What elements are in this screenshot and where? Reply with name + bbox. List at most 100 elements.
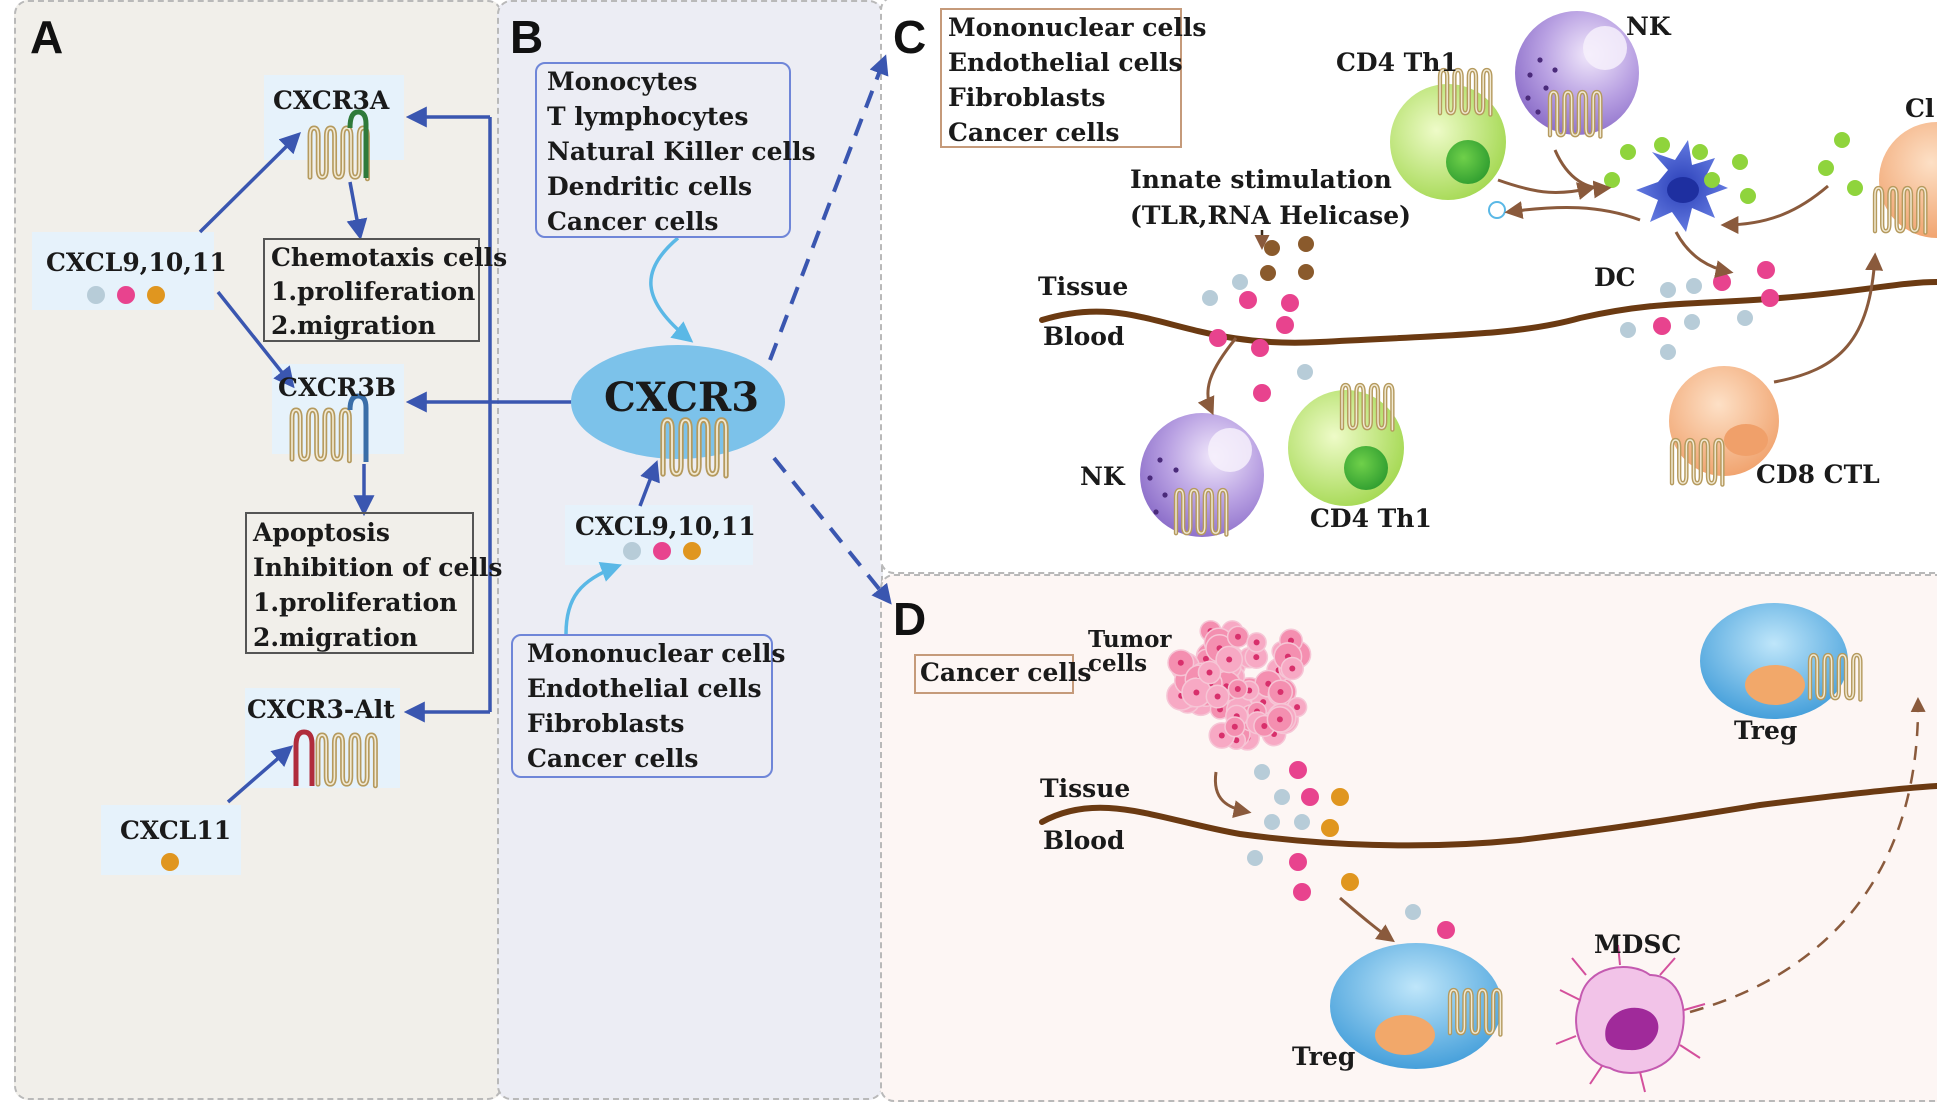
- tissue-label-c: Tissue: [1038, 272, 1129, 301]
- arrow-producers-to-ligand: [564, 561, 622, 635]
- treg-cell-icon: [1700, 603, 1860, 719]
- expressing-cell-line: Natural Killer cells: [547, 137, 816, 166]
- expressing-cells-box: Monocytes T lymphocytes Natural Killer c…: [535, 62, 816, 238]
- panel-c-label: C: [893, 11, 927, 63]
- chemokine-dot-icon: [1604, 172, 1620, 188]
- membrane-line: [1039, 279, 1937, 346]
- mdsc-label: MDSC: [1594, 930, 1682, 959]
- producing-cells-box: Mononuclear cells Endothelial cells Fibr…: [511, 634, 785, 778]
- chemokine-dot-icon: [1247, 850, 1263, 866]
- c-cell-line: Endothelial cells: [948, 48, 1183, 77]
- expressing-cell-line: Monocytes: [547, 67, 698, 96]
- chemokine-dot-icon: [1341, 873, 1359, 891]
- arrow-ctl-to-tissue: [1773, 252, 1884, 384]
- cd8-ctl-label: CD8 CTL: [1756, 460, 1880, 489]
- dendritic-cell-icon: [1636, 140, 1728, 232]
- nk-cell-icon: [1515, 11, 1639, 137]
- apoptosis-line: Apoptosis: [253, 518, 390, 547]
- treg-bottom-label: Treg: [1292, 1042, 1356, 1071]
- ligand-dots-b: [623, 542, 701, 560]
- arrow-dots-to-nk: [1197, 337, 1238, 416]
- chemotaxis-line: Chemotaxis cells: [271, 243, 508, 272]
- panel-d-label: D: [893, 593, 927, 645]
- apoptosis-line: 2.migration: [253, 623, 418, 652]
- chemokine-dot-icon: [623, 542, 641, 560]
- ctl-cell-icon: [1669, 366, 1779, 485]
- chemokine-dot-icon: [1289, 761, 1307, 779]
- cl-partial-label: Cl: [1905, 94, 1935, 123]
- chemokine-dot-icon: [87, 286, 105, 304]
- chemokine-dot-icon: [147, 286, 165, 304]
- cxcl11-dot: [161, 853, 179, 871]
- expressing-cell-line: Cancer cells: [547, 207, 719, 236]
- arrow-ctl-to-dc: [1720, 184, 1829, 234]
- chemokine-dot-icon: [1834, 132, 1850, 148]
- producing-cell-line: Cancer cells: [527, 744, 699, 773]
- chemokine-dot-icon: [1761, 289, 1779, 307]
- chemokine-dot-icon: [1331, 788, 1349, 806]
- chemokine-dot-icon: [1293, 883, 1311, 901]
- expressing-cell-line: Dendritic cells: [547, 172, 753, 201]
- chemokine-dot-icon: [117, 286, 135, 304]
- panel-b-label: B: [510, 11, 544, 63]
- cancer-cells-box: Cancer cells: [914, 654, 1092, 694]
- chemokine-dot-icon: [1253, 384, 1271, 402]
- mdsc-cell-icon: [1555, 944, 1706, 1093]
- c-cell-line: Fibroblasts: [948, 83, 1106, 112]
- chemokine-dot-icon: [1692, 144, 1708, 160]
- cxcr3-oval: [571, 345, 785, 459]
- chemokine-dot-icon: [1251, 339, 1269, 357]
- ligand-dots-a: [87, 286, 165, 304]
- chemokine-dot-icon: [1321, 819, 1339, 837]
- arrow-nk-to-dc: [1553, 149, 1612, 199]
- arrow-cxcl11-to-cxcr3alt: [226, 745, 294, 804]
- cd4-th1-bottom-label: CD4 Th1: [1310, 504, 1432, 533]
- treg-cell-icon: [1330, 943, 1502, 1069]
- chemokine-dot-icon: [1298, 264, 1314, 280]
- chemokine-dot-icon: [1620, 144, 1636, 160]
- chemokine-dot-icon: [1732, 154, 1748, 170]
- dashed-arrow-to-c: [768, 54, 889, 361]
- receptor-cxcr3a: [310, 109, 367, 179]
- innate-line: Innate stimulation: [1130, 165, 1392, 194]
- chemokine-dot-icon: [1294, 814, 1310, 830]
- chemokine-dot-icon: [1713, 273, 1731, 291]
- c-cell-line: Cancer cells: [948, 118, 1120, 147]
- chemokine-dot-icon: [1254, 764, 1270, 780]
- panel-a: [14, 0, 502, 1100]
- ligands-label-a: CXCL9,10,11: [46, 248, 227, 277]
- blood-label-c: Blood: [1043, 322, 1125, 351]
- chemokine-dot-icon: [1301, 788, 1319, 806]
- innate-stimulation: Innate stimulation (TLR,RNA Helicase): [1130, 162, 1411, 234]
- apoptosis-box: Apoptosis Inhibition of cells 1.prolifer…: [245, 512, 502, 654]
- chemokine-dot-icon: [1437, 921, 1455, 939]
- panel-c: [880, 0, 1937, 574]
- dc-label: DC: [1594, 263, 1636, 292]
- arrow-th1-to-dc: [1497, 178, 1596, 200]
- chemokine-dot-icon: [1737, 310, 1753, 326]
- chemokine-dot-icon: [1239, 291, 1257, 309]
- arrow-dots-to-treg: [1339, 896, 1395, 943]
- chemokine-dot-icon: [1818, 160, 1834, 176]
- chemotaxis-box: Chemotaxis cells 1.proliferation 2.migra…: [263, 238, 508, 342]
- nk-top-label: NK: [1626, 12, 1671, 41]
- chemokine-dot-icon: [1297, 364, 1313, 380]
- chemokine-dot-icon: [1289, 853, 1307, 871]
- cancer-cells-line: Cancer cells: [920, 658, 1092, 687]
- tumor-cells-icon: [1166, 619, 1312, 751]
- chemokine-dot-icon: [1405, 904, 1421, 920]
- nk-bottom-label: NK: [1080, 462, 1125, 491]
- ctl-cell-icon-partial: [1875, 122, 1937, 238]
- chemokine-dot-icon: [1684, 314, 1700, 330]
- chemokine-dot-icon: [1274, 789, 1290, 805]
- tumor-line: Tumor: [1088, 626, 1172, 653]
- chemokine-dot-icon: [1620, 322, 1636, 338]
- receptor-cxcr3alt: [293, 729, 375, 786]
- cxcl11-label: CXCL11: [120, 816, 232, 845]
- expressing-cell-line: T lymphocytes: [547, 102, 749, 131]
- chemokine-dot-icon: [1264, 240, 1280, 256]
- tumor-label: Tumor cells: [1088, 628, 1172, 676]
- chemokine-dot-icon: [1740, 188, 1756, 204]
- producing-cell-line: Endothelial cells: [527, 674, 762, 703]
